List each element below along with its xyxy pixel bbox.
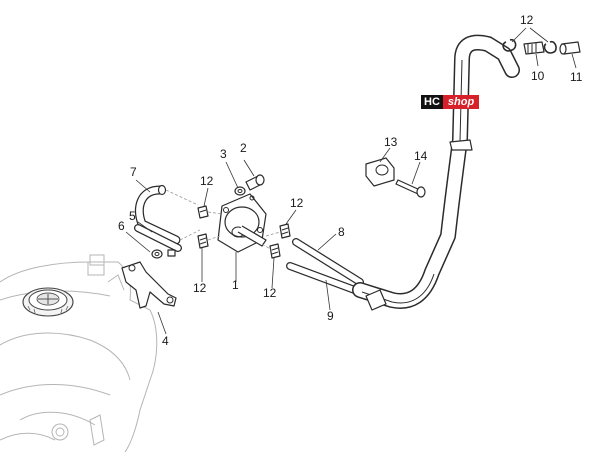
part-12-clip-top-right [543,40,557,54]
callout-14: 14 [414,149,428,163]
part-1-fuel-pump [217,193,267,253]
part-12-clip-left-lower [197,233,209,249]
callout-6: 6 [118,219,125,233]
main-fuel-pipe [352,34,520,311]
part-2-screw [245,174,265,191]
callout-2: 2 [240,141,247,155]
part-4-bracket [121,261,177,309]
callout-4: 4 [162,334,169,348]
part-13-clamp [365,157,395,187]
part-12-clip-right-lower [269,243,281,259]
part-8-hose [292,238,364,286]
watermark-brand: HC [421,95,443,109]
callout-12-pump-left-lower: 12 [193,281,207,295]
callout-11: 11 [570,70,583,84]
callout-10: 10 [531,69,545,83]
fuel-tank [0,254,158,452]
part-12-clip-top-left [502,38,517,52]
callout-12-top: 12 [520,13,534,27]
part-12-clip-left-upper [197,205,209,219]
callout-8: 8 [338,225,345,239]
part-7-hose [134,184,181,245]
watermark-logo: HC shop [421,95,480,109]
callout-5: 5 [129,209,136,223]
fuel-cap [22,287,74,317]
part-6-washer [151,249,176,259]
callout-12-pump-left-upper: 12 [200,174,214,188]
part-10-connector [523,41,545,55]
callout-labels: 12 10 11 13 14 2 3 7 12 12 5 6 8 12 1 12… [118,13,583,348]
part-9-hose [286,262,364,296]
watermark-suffix: shop [442,95,480,109]
part-14-bolt [395,179,426,198]
part-11-cap [559,41,581,55]
callout-7: 7 [130,165,137,179]
callout-3: 3 [220,147,227,161]
part-3-washer [234,186,246,196]
callout-12-pump-right-upper: 12 [290,196,304,210]
callout-12-pump-right-lower: 12 [263,286,277,300]
callout-13: 13 [384,135,398,149]
leader-lines [125,27,577,335]
part-5-hose [134,224,182,252]
callout-1: 1 [232,278,239,292]
part-12-clip-right-upper [279,223,291,239]
callout-9: 9 [327,309,334,323]
